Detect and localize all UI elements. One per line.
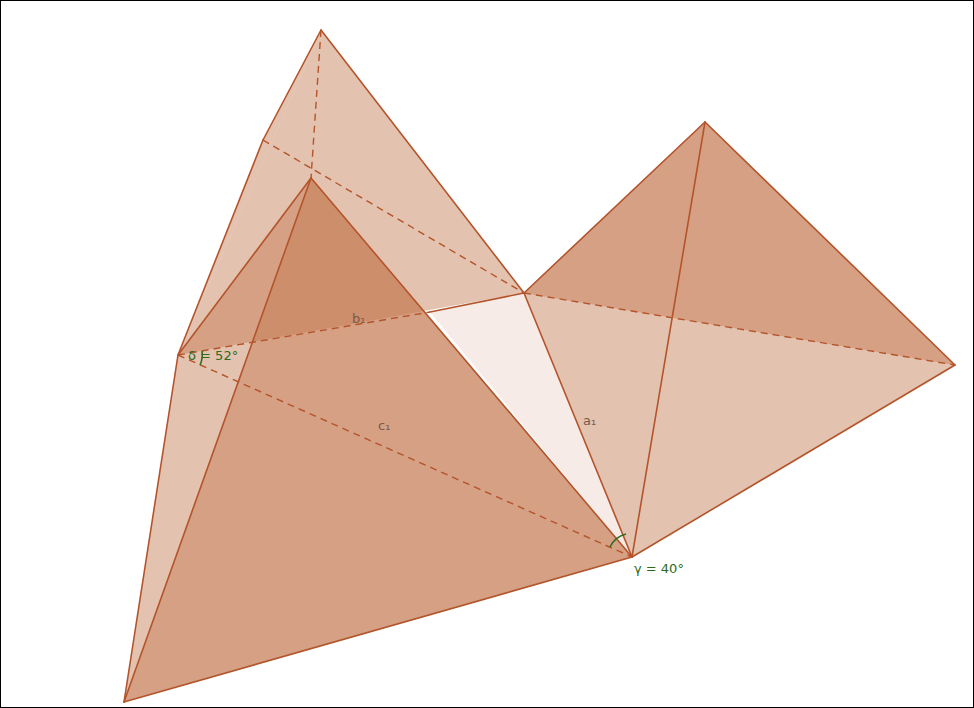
base-triangle xyxy=(430,293,632,557)
angle-arcs xyxy=(200,351,626,547)
faces xyxy=(124,30,955,702)
side-label: a₁ xyxy=(583,414,596,427)
side-label: b₁ xyxy=(352,312,365,325)
angle-label: δ = 52° xyxy=(188,349,238,362)
hidden-edges xyxy=(178,30,955,557)
face xyxy=(124,178,632,702)
side-label: c₁ xyxy=(378,419,390,432)
face xyxy=(178,30,321,355)
face xyxy=(524,122,955,365)
solid-edges xyxy=(124,30,955,702)
angle-label: γ = 40° xyxy=(634,562,684,575)
